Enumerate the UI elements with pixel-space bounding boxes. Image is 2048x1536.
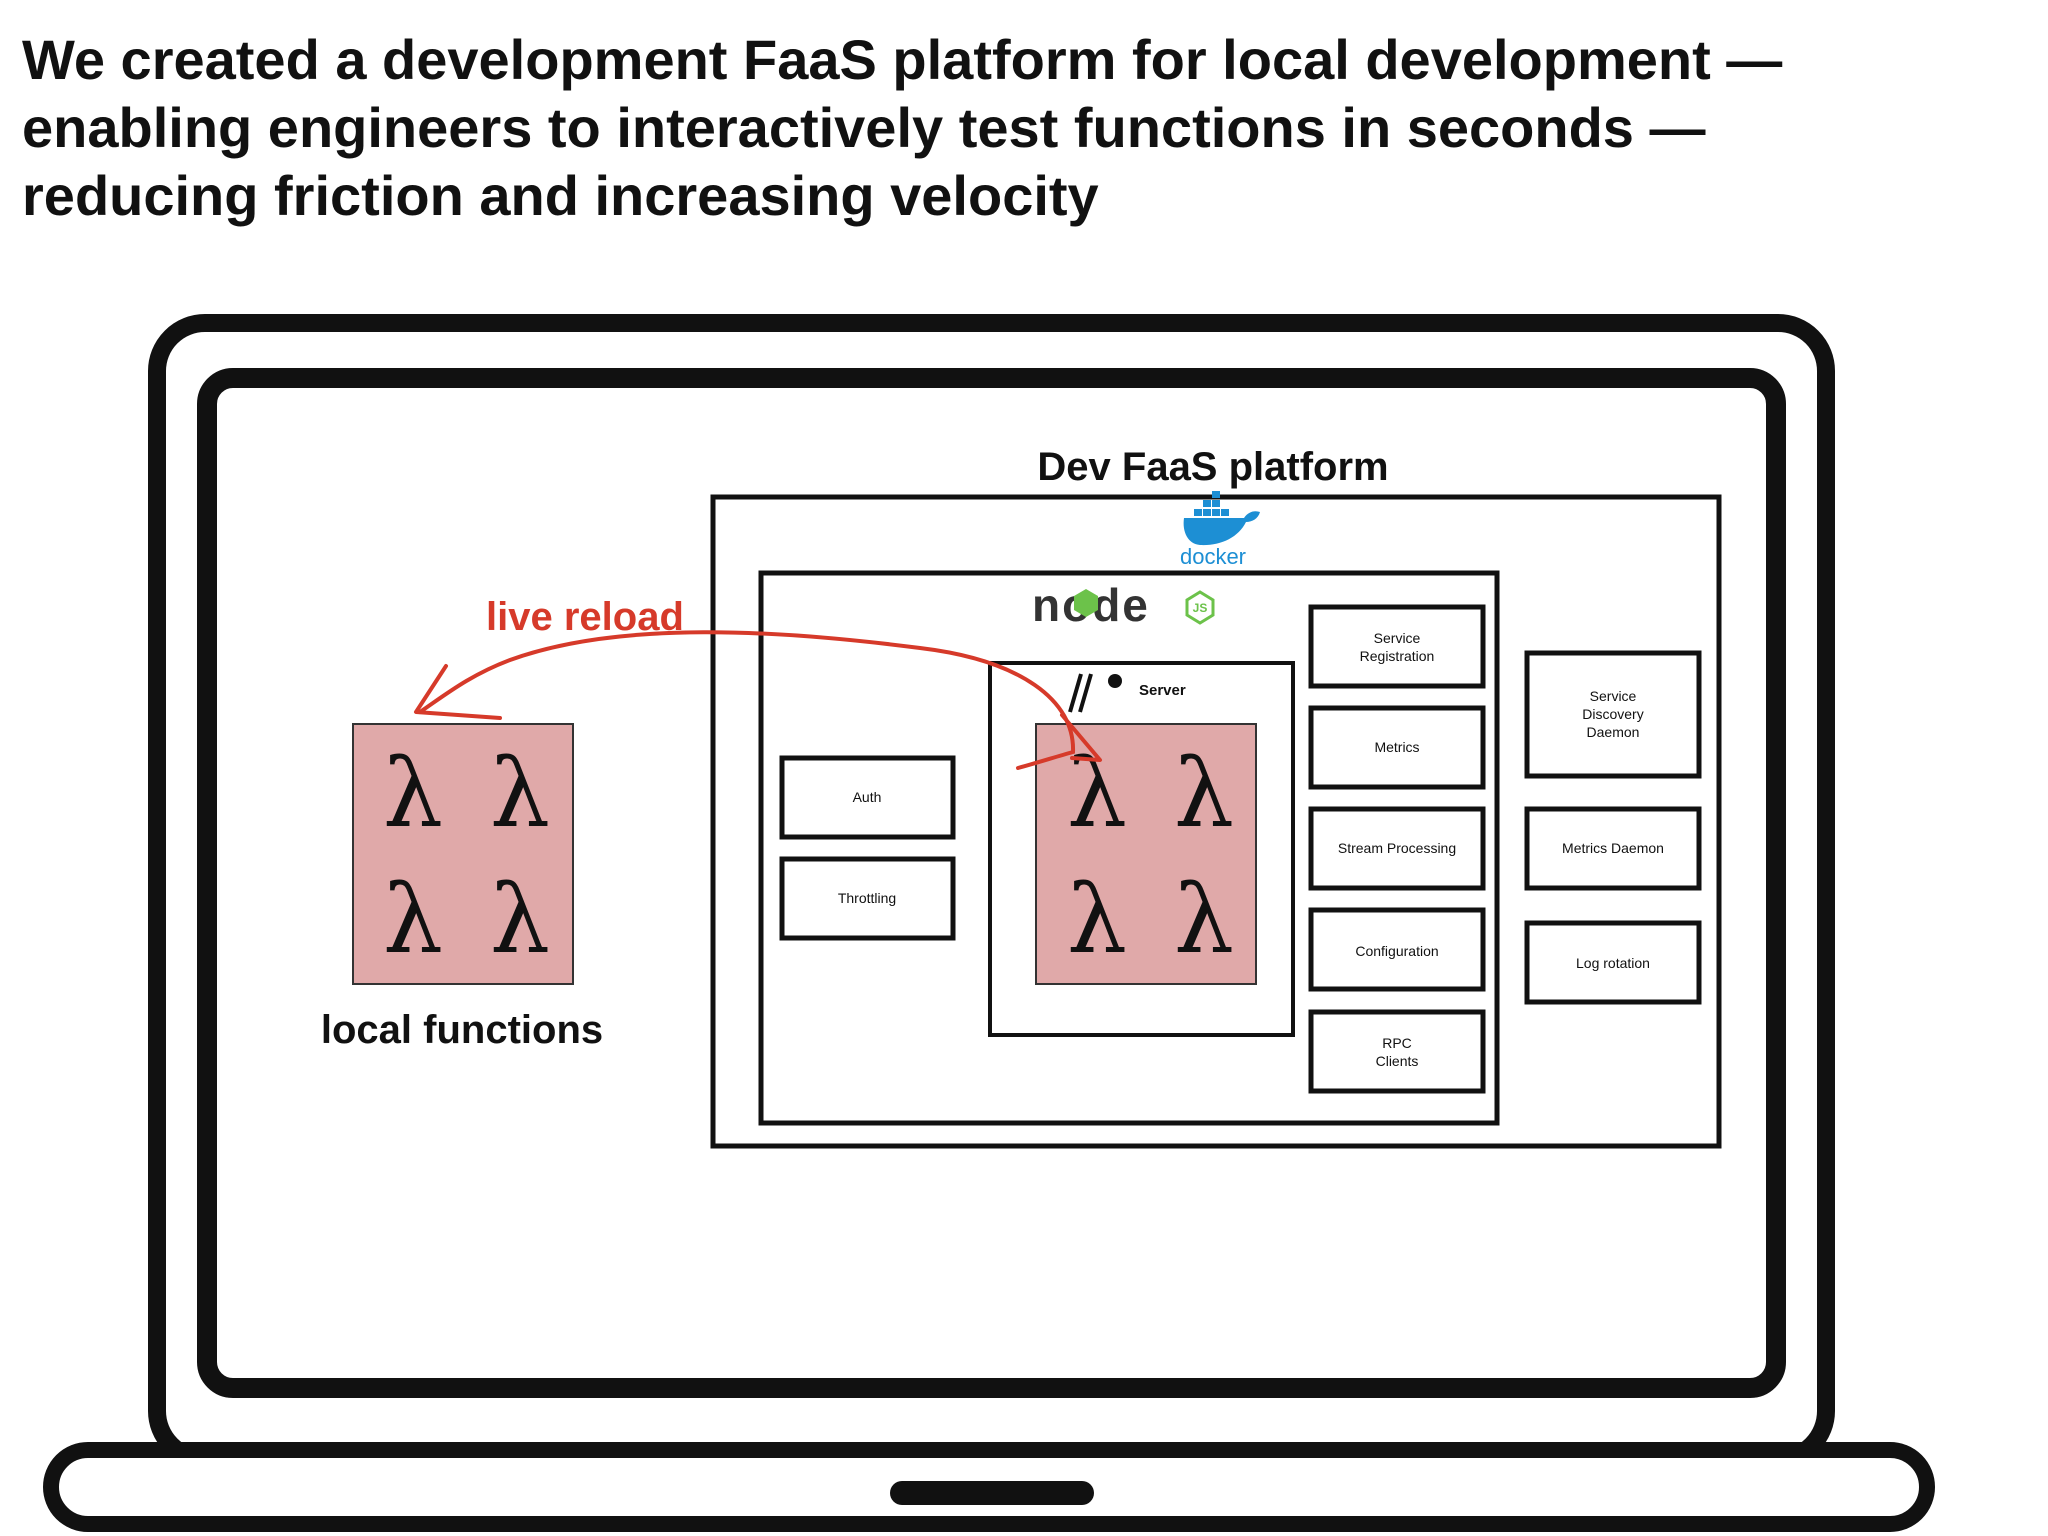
service-discovery-label-3: Daemon [1587, 724, 1640, 740]
nodejs-hexagon-icon [1074, 589, 1098, 617]
metrics-daemon-box: Metrics Daemon [1524, 806, 1702, 891]
live-reload-label: live reload [486, 595, 684, 639]
local-lambda-2: λ [490, 739, 550, 849]
stream-processing-box: Stream Processing [1308, 806, 1486, 891]
js-badge-label: JS [1193, 601, 1208, 615]
laptop-screen-bezel [197, 368, 1786, 1398]
headline: We created a development FaaS platform f… [22, 26, 2022, 230]
rpc-clients-box: RPC Clients [1308, 1009, 1486, 1094]
local-functions-label: local functions [321, 1008, 603, 1052]
local-lambda-1: λ [383, 739, 443, 849]
docker-logo: docker [1180, 491, 1260, 569]
node-runtime-box [758, 570, 1500, 1126]
rpc-clients-label-2: Clients [1376, 1053, 1419, 1069]
service-discovery-daemon-box: Service Discovery Daemon [1524, 650, 1702, 779]
server-lambda-4: λ [1174, 865, 1234, 975]
local-lambda-4: λ [490, 865, 550, 975]
headline-line-1: We created a development FaaS platform f… [22, 28, 1783, 91]
server-functions-box [1035, 723, 1257, 985]
js-badge-icon [1185, 590, 1215, 625]
server-lambda-3: λ [1067, 865, 1127, 975]
express-logo-icon [1068, 673, 1122, 713]
server-lambda-2: λ [1174, 739, 1234, 849]
service-registration-box: Service Registration [1308, 604, 1486, 689]
service-registration-label-1: Service [1374, 630, 1421, 646]
live-reload-arrow [418, 630, 1076, 770]
log-rotation-box: Log rotation [1524, 920, 1702, 1005]
log-rotation-label: Log rotation [1576, 955, 1650, 971]
docker-whale-icon [1183, 491, 1260, 546]
metrics-label: Metrics [1374, 739, 1419, 755]
headline-line-3: reducing friction and increasing velocit… [22, 164, 1099, 227]
configuration-box: Configuration [1308, 907, 1486, 992]
metrics-box: Metrics [1308, 705, 1486, 790]
live-reload-arrowhead-right [1060, 713, 1102, 762]
throttling-label: Throttling [838, 890, 896, 906]
auth-label: Auth [853, 789, 882, 805]
laptop-notch [890, 1481, 1094, 1505]
nodejs-logo: node JS [1032, 579, 1215, 631]
metrics-daemon-label: Metrics Daemon [1562, 840, 1664, 856]
server-box [988, 661, 1295, 1037]
headline-line-2: enabling engineers to interactively test… [22, 96, 1706, 159]
stream-processing-label: Stream Processing [1338, 840, 1456, 856]
live-reload-arrowhead-left [414, 664, 502, 720]
rpc-clients-label-1: RPC [1382, 1035, 1412, 1051]
local-lambda-3: λ [383, 865, 443, 975]
configuration-label: Configuration [1355, 943, 1438, 959]
service-discovery-label-1: Service [1590, 688, 1637, 704]
server-label: Server [1139, 682, 1186, 699]
platform-title: Dev FaaS platform [1037, 445, 1388, 489]
docker-wordmark: docker [1180, 544, 1246, 569]
service-discovery-label-2: Discovery [1582, 706, 1643, 722]
throttling-box: Throttling [779, 856, 956, 941]
service-registration-label-2: Registration [1360, 648, 1435, 664]
auth-box: Auth [779, 755, 956, 840]
local-functions-box [352, 723, 574, 985]
